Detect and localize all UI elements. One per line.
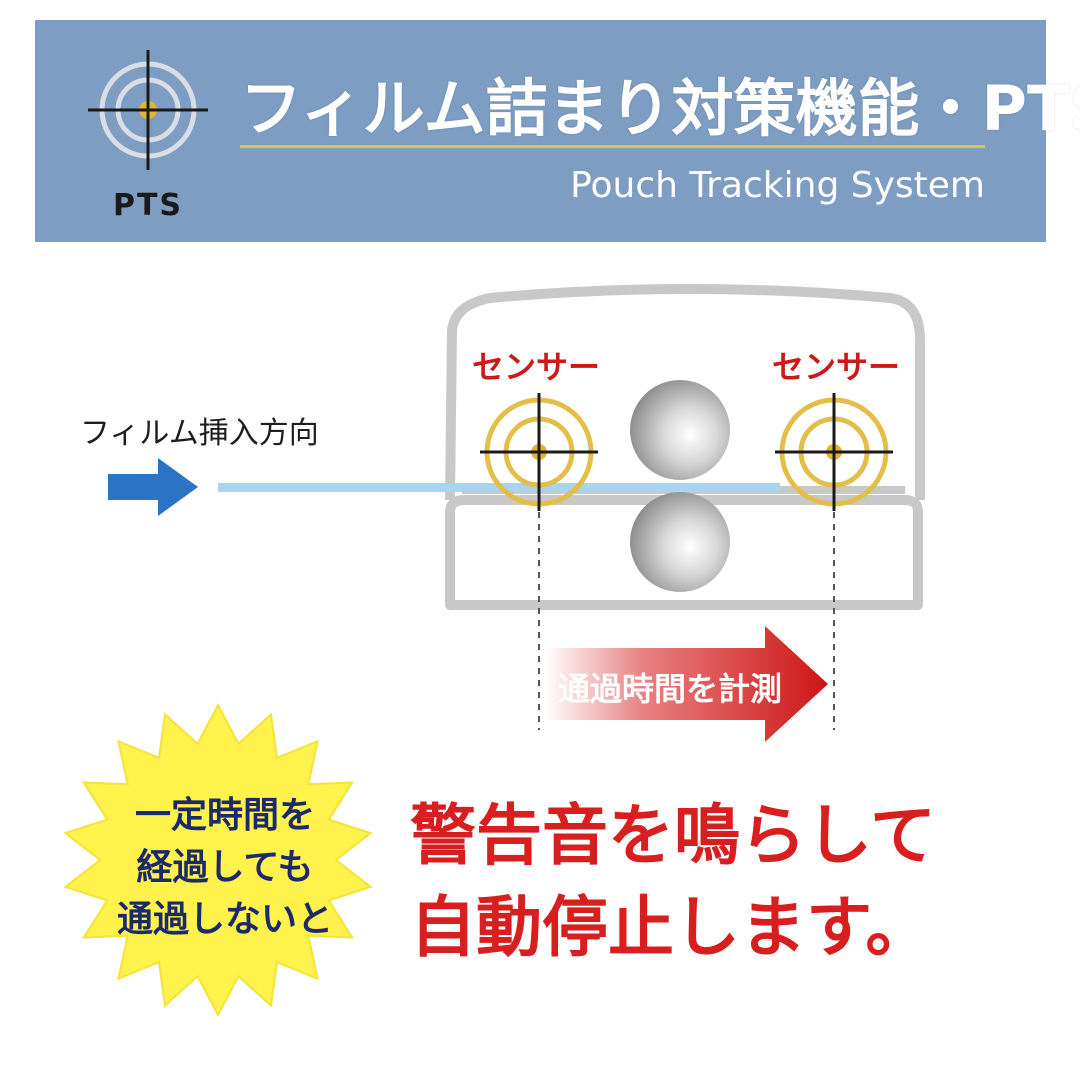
sensor-right-icon bbox=[775, 393, 893, 511]
warning-message: 警告音を鳴らして 自動停止します。 bbox=[410, 790, 1030, 974]
target-icon bbox=[88, 50, 208, 170]
insert-arrow-icon bbox=[108, 458, 198, 516]
logo-text: PTS bbox=[112, 188, 184, 223]
laminator-base bbox=[445, 495, 923, 610]
measure-label: 通過時間を計測 bbox=[558, 670, 783, 708]
title-divider bbox=[240, 145, 985, 148]
callout-line: 一定時間を bbox=[134, 795, 315, 836]
warning-line: 警告音を鳴らして bbox=[410, 797, 937, 874]
starburst-callout bbox=[63, 702, 373, 1018]
pts-logo: PTS bbox=[83, 50, 213, 225]
callout-line: 通過しないと bbox=[116, 899, 333, 940]
header-banner: PTS フィルム詰まり対策機能・PTS Pouch Tracking Syste… bbox=[35, 20, 1080, 242]
callout-line: 経過しても bbox=[136, 847, 314, 888]
lower-roller bbox=[630, 492, 730, 592]
measure-arrow-icon bbox=[545, 626, 828, 742]
laminator-diagram bbox=[108, 284, 925, 742]
warning-line: 自動停止します。 bbox=[410, 889, 932, 966]
laminator-housing bbox=[445, 284, 925, 501]
callout-text: 一定時間を 経過しても 通過しないと bbox=[100, 790, 350, 946]
page-subtitle: Pouch Tracking System bbox=[570, 165, 985, 206]
insert-direction-label: フィルム挿入方向 bbox=[80, 416, 319, 451]
sensor-label-right: センサー bbox=[772, 348, 901, 386]
page-title: フィルム詰まり対策機能・PTS bbox=[240, 72, 1080, 145]
sensor-label-left: センサー bbox=[472, 348, 601, 386]
upper-roller bbox=[630, 380, 730, 480]
sensor-left-icon bbox=[480, 393, 598, 511]
